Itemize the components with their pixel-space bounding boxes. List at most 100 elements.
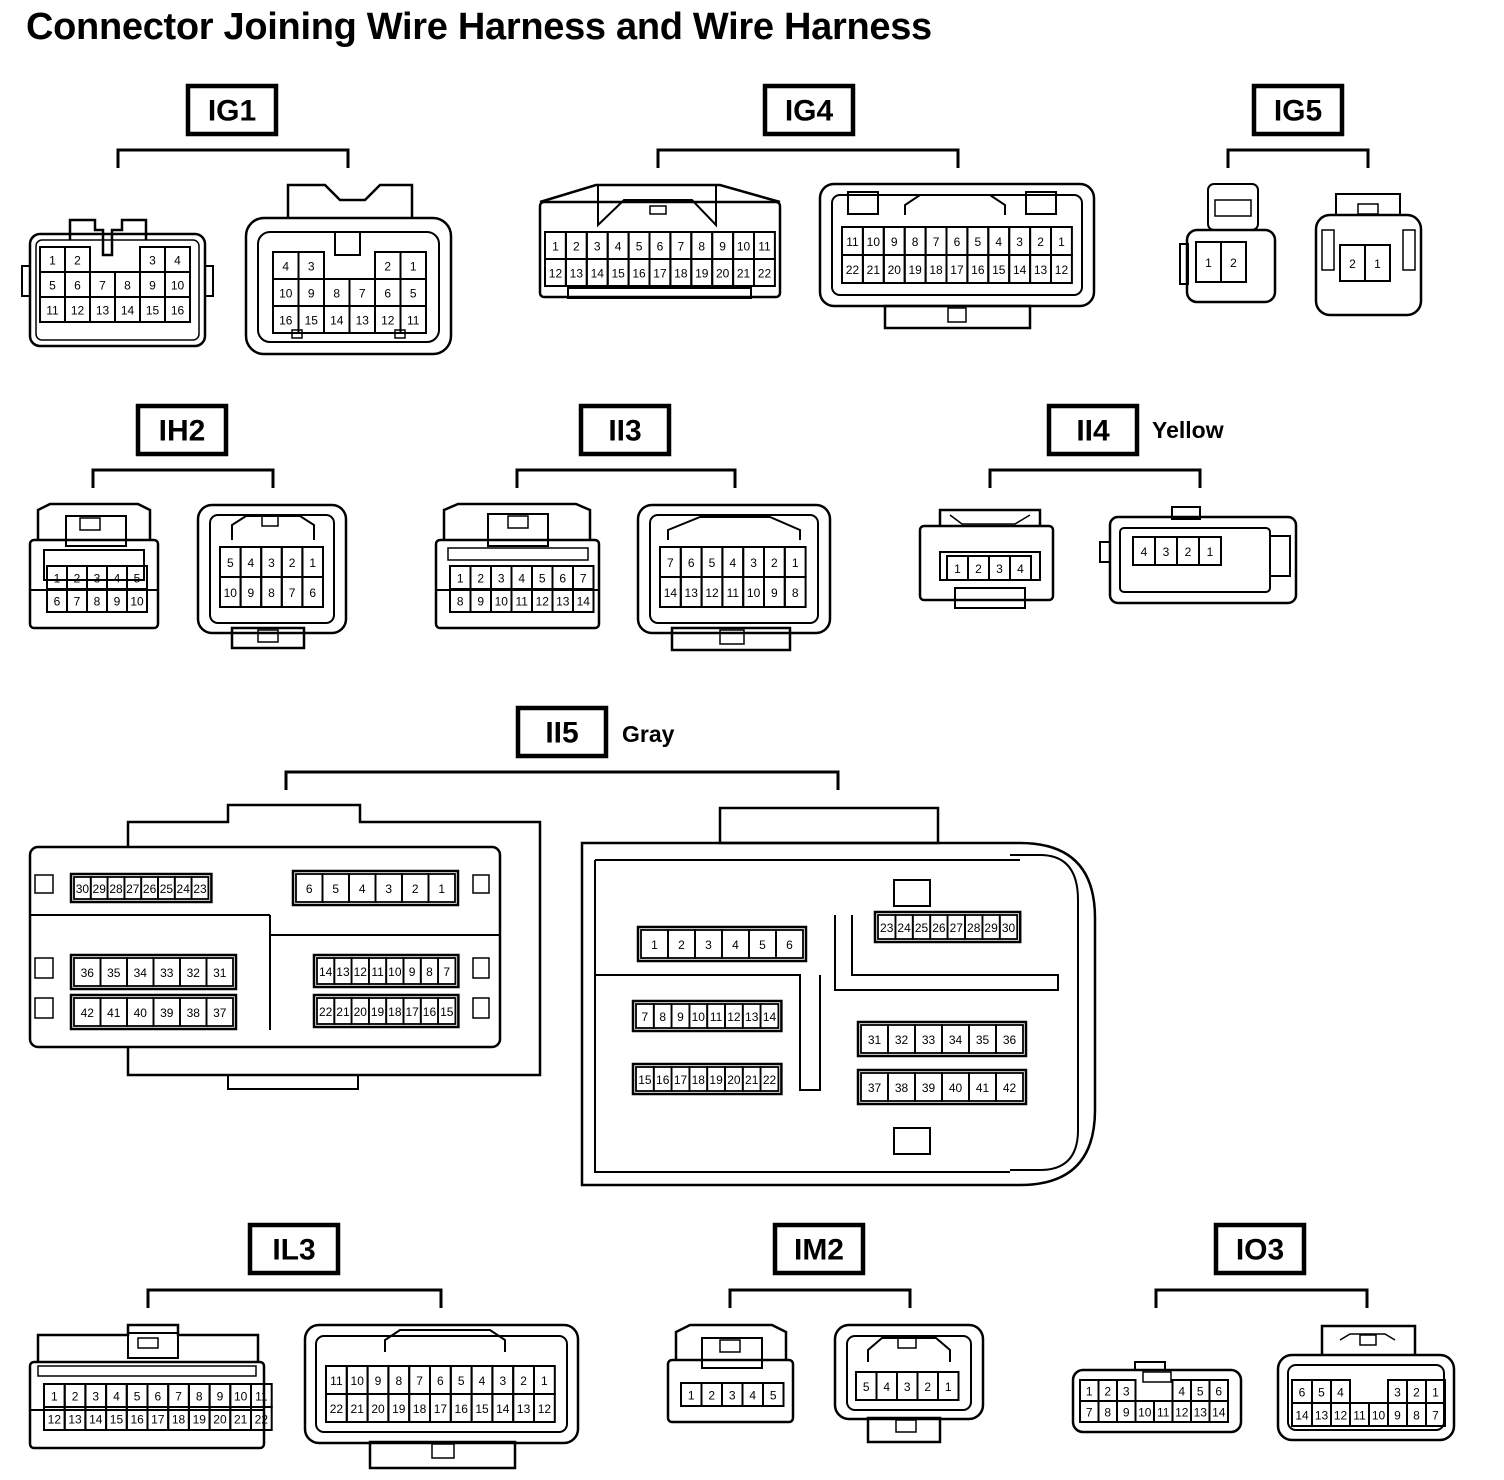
- housing-outline: [719, 629, 745, 645]
- pin-number: 6: [54, 595, 61, 609]
- pin-number: 4: [1017, 562, 1024, 576]
- connector-code: IG5: [1274, 95, 1322, 128]
- pin-number: 9: [248, 586, 255, 600]
- pin-number: 3: [996, 562, 1003, 576]
- pin-number: 1: [54, 572, 61, 586]
- pin-number: 10: [1372, 1409, 1386, 1423]
- pin-cell: [190, 876, 210, 900]
- pin-number: 22: [330, 1402, 344, 1416]
- pin-number: 9: [308, 287, 315, 301]
- pin-number: 9: [1123, 1406, 1130, 1420]
- pin-number: 14: [121, 304, 135, 318]
- pin-number: 16: [130, 1413, 144, 1427]
- pin-number: 42: [81, 1006, 95, 1020]
- pin-number: 8: [792, 586, 799, 600]
- pin-number: 12: [538, 1402, 552, 1416]
- pin-number: 6: [786, 938, 793, 952]
- pin-number: 3: [92, 1390, 99, 1404]
- pin-block-frame: [69, 953, 238, 991]
- pin-number: 6: [155, 1390, 162, 1404]
- pin-number: 6: [1215, 1385, 1222, 1399]
- pin-number: 14: [591, 267, 605, 281]
- housing-outline: [261, 515, 279, 527]
- housing-outline: [257, 629, 279, 643]
- pin-number: 18: [674, 267, 688, 281]
- pin-block-frame: [631, 999, 783, 1033]
- pin-number: 40: [949, 1081, 963, 1095]
- pin-number: 28: [109, 882, 123, 896]
- pin-number: 7: [580, 572, 587, 586]
- housing-outline: [1321, 229, 1335, 271]
- pin-number: 28: [967, 921, 981, 935]
- housing-outline: [883, 304, 1032, 330]
- housing-outline: [636, 503, 832, 635]
- pin-number: 20: [354, 1005, 368, 1019]
- pin-number: 1: [51, 1390, 58, 1404]
- pin-number: 19: [709, 1073, 723, 1087]
- pin-number: 8: [1104, 1406, 1111, 1420]
- pin-number: 1: [1432, 1386, 1439, 1400]
- pin-number: 1: [1374, 257, 1381, 271]
- pin-number: 2: [924, 1380, 931, 1394]
- connector-code: IM2: [794, 1234, 844, 1267]
- housing-outline: [1142, 1371, 1172, 1383]
- housing-outline: [244, 216, 453, 356]
- pin-cell: [1009, 555, 1032, 581]
- pin-number: 10: [224, 586, 238, 600]
- pin-cell: [437, 957, 457, 985]
- pin-number: 2: [412, 882, 419, 896]
- pin-number: 4: [282, 260, 289, 274]
- pin-number: 34: [134, 966, 148, 980]
- connector-ig5-header: IG5: [1226, 83, 1370, 168]
- pin-number: 26: [143, 882, 157, 896]
- pin-number: 9: [677, 1010, 684, 1024]
- pin-number: 21: [234, 1413, 248, 1427]
- pin-number: 6: [306, 882, 313, 896]
- pin-cell: [995, 1072, 1024, 1102]
- pin-number: 4: [883, 1380, 890, 1394]
- pin-number: 12: [727, 1010, 741, 1024]
- housing-outline: [34, 957, 54, 979]
- pin-number: 1: [1205, 256, 1212, 270]
- connector-label-box: [135, 403, 229, 457]
- housing-outline: [315, 1335, 568, 1433]
- housing-line: [1134, 1361, 1166, 1370]
- bracket: [116, 148, 350, 168]
- pin-number: 20: [213, 1413, 227, 1427]
- pin-number: 14: [1212, 1406, 1226, 1420]
- pin-cell: [164, 296, 191, 323]
- housing-outline: [472, 997, 490, 1019]
- pin-number: 9: [149, 279, 156, 293]
- pin-number: 3: [498, 572, 505, 586]
- pin-number: 20: [371, 1402, 385, 1416]
- housing-outline: [1099, 541, 1111, 563]
- connector-ig4-header: IG4: [656, 83, 960, 168]
- housing-line: [834, 915, 1059, 991]
- connector-il3-header: IL3: [146, 1222, 443, 1308]
- connector-label-box: [762, 83, 856, 137]
- pin-number: 17: [950, 263, 964, 277]
- pin-number: 19: [193, 1413, 207, 1427]
- pin-number: 17: [653, 267, 667, 281]
- page-title: Connector Joining Wire Harness and Wire …: [26, 6, 932, 48]
- pin-number: 8: [124, 279, 131, 293]
- connector-ii3-header: II3: [515, 403, 737, 488]
- pin-number: 18: [929, 263, 943, 277]
- housing-outline: [580, 841, 1097, 1187]
- bracket: [988, 468, 1202, 488]
- pin-number: 14: [319, 965, 333, 979]
- pin-number: 17: [151, 1413, 165, 1427]
- housing-line: [68, 218, 148, 257]
- pin-number: 6: [657, 240, 664, 254]
- housing-outline: [368, 1440, 517, 1470]
- pin-number: 39: [922, 1081, 936, 1095]
- pin-cell: [759, 1066, 780, 1092]
- housing-outline: [1402, 229, 1416, 271]
- pin-number: 9: [114, 595, 121, 609]
- pin-number: 4: [995, 235, 1002, 249]
- connector-label-box: [772, 1222, 866, 1276]
- pin-number: 5: [539, 572, 546, 586]
